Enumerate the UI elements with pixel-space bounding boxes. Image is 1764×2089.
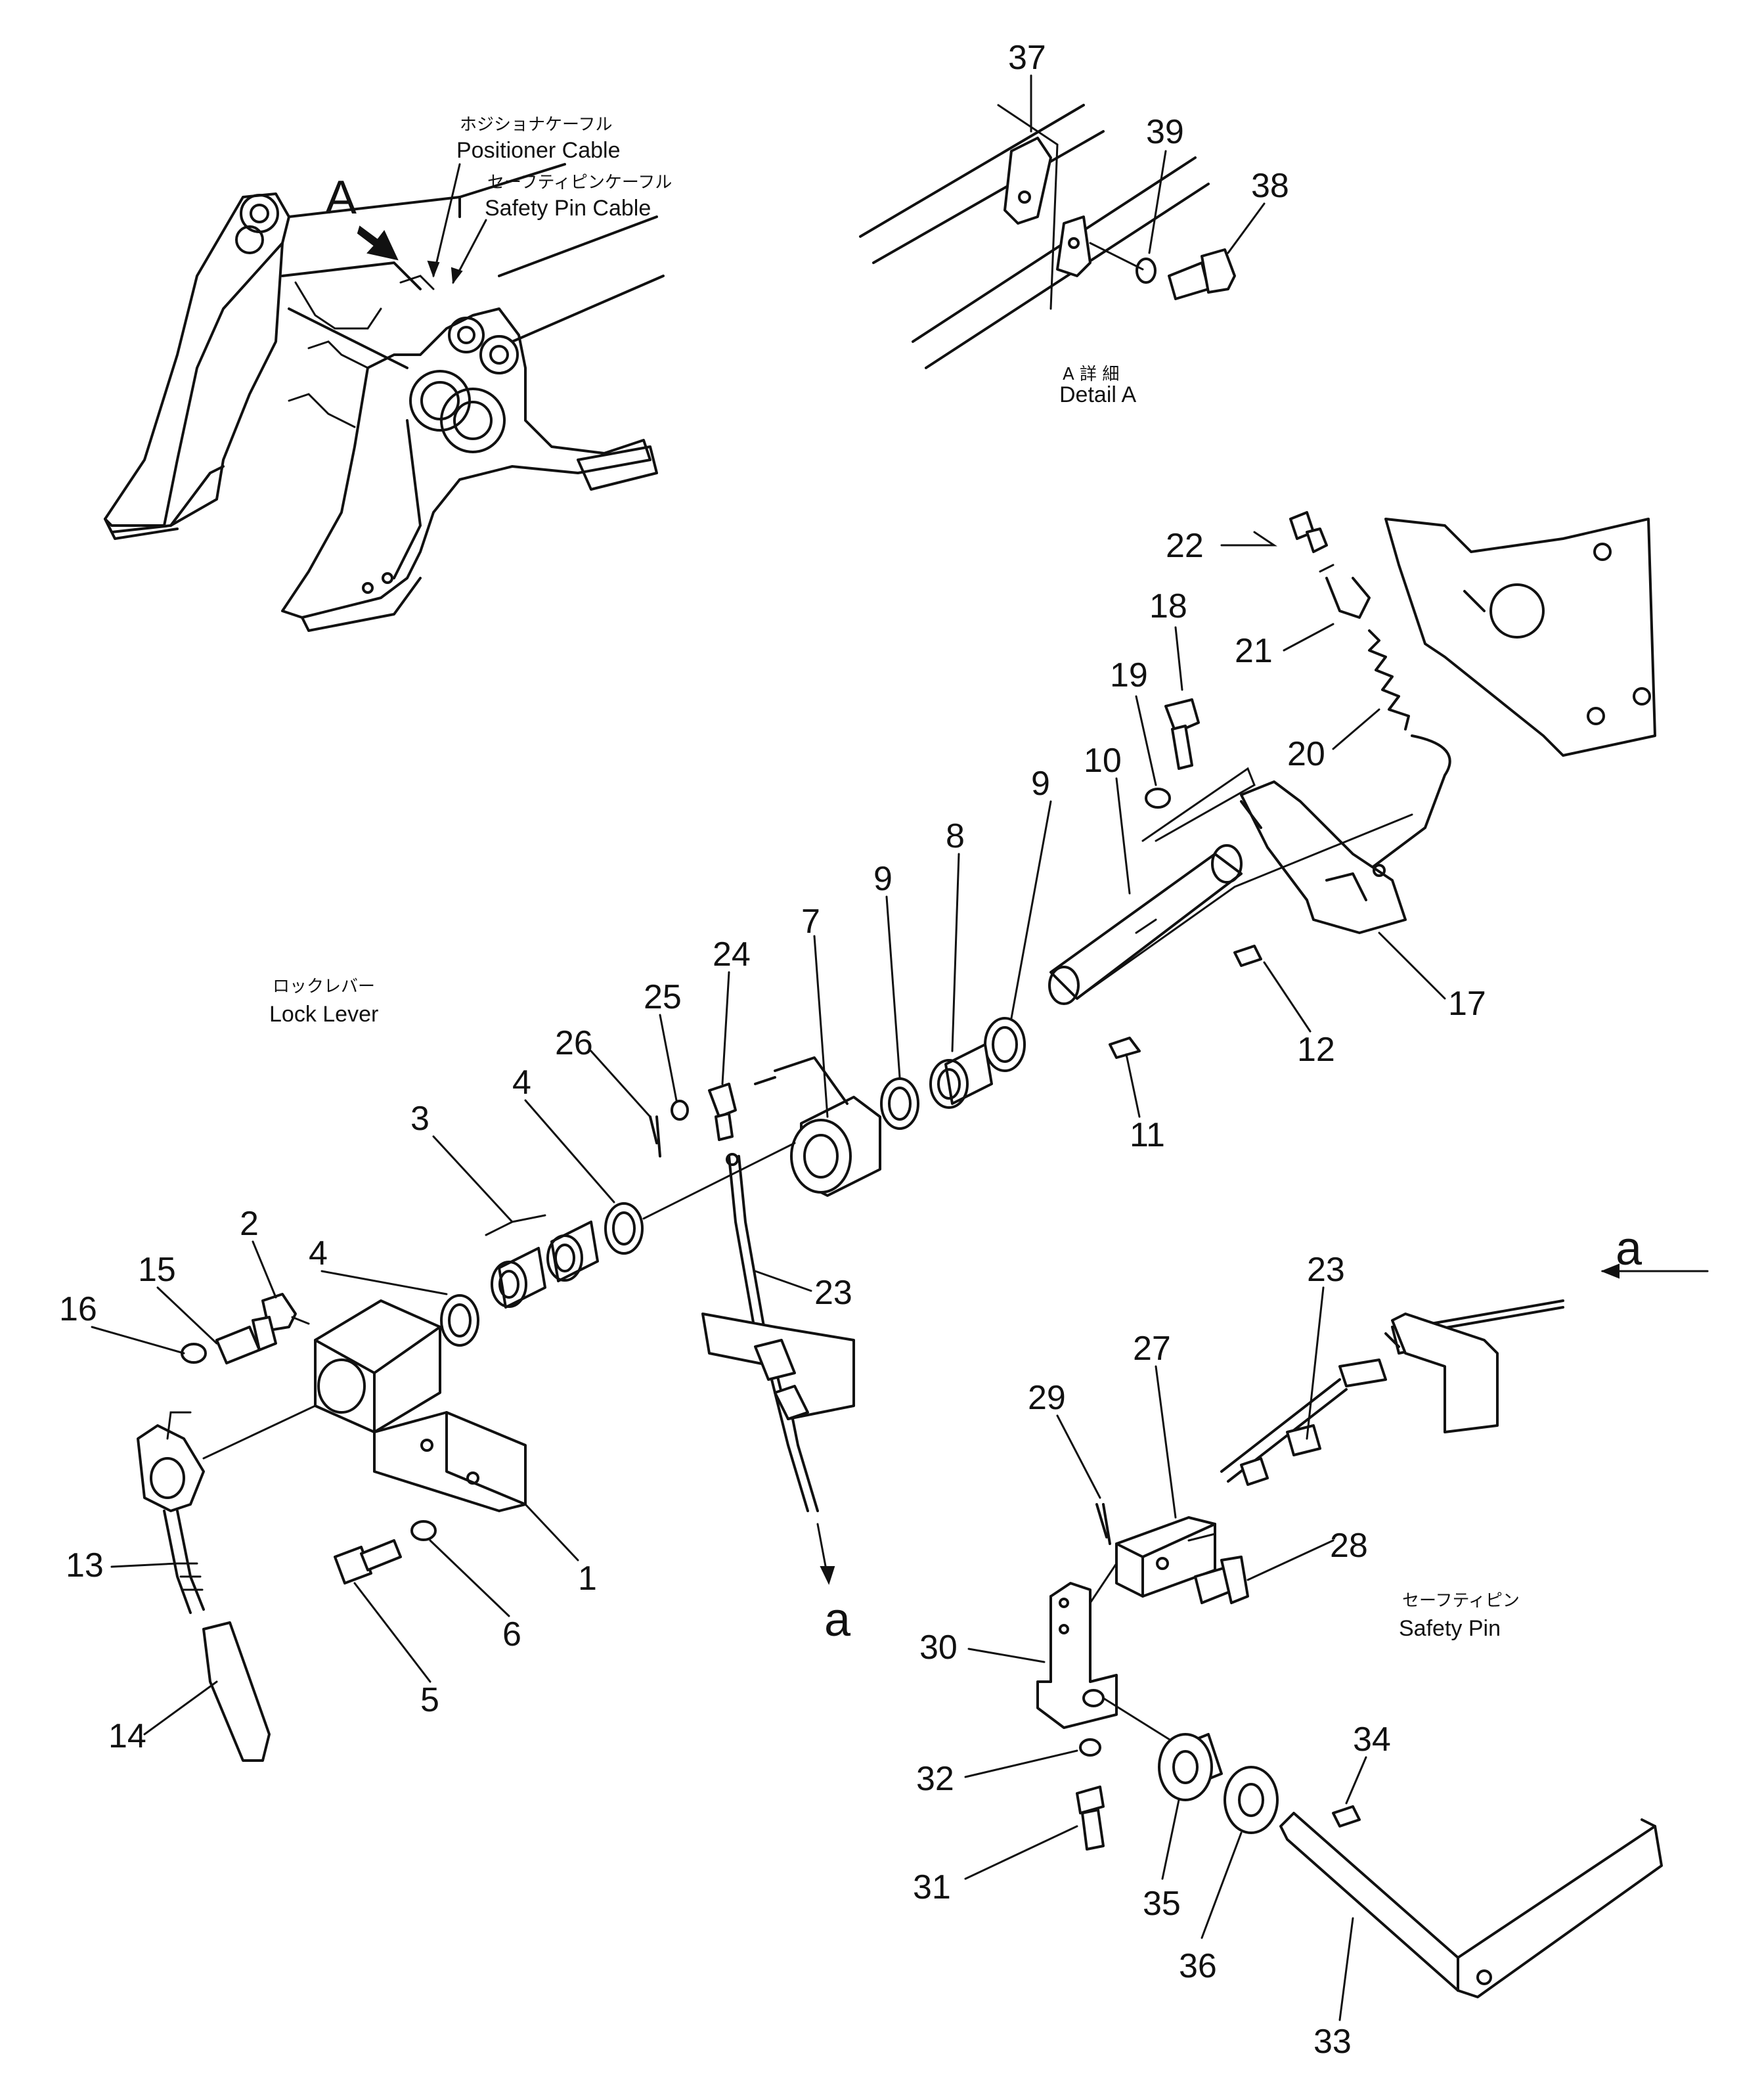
callout-5: 5: [420, 1681, 439, 1719]
callout-26: 26: [555, 1024, 593, 1062]
cable-end-a-lower: a: [824, 1594, 851, 1646]
callout-11: 11: [1130, 1116, 1165, 1154]
callout-17: 17: [1448, 985, 1486, 1023]
callout-39: 39: [1146, 113, 1184, 151]
detail-a-view: [859, 104, 1236, 369]
callout-35: 35: [1143, 1885, 1181, 1923]
callout-6: 6: [502, 1615, 521, 1653]
safety-pin-jp-label: セーフティピン: [1402, 1591, 1520, 1611]
lock-lever-label: Lock Lever: [269, 1002, 378, 1027]
callout-24: 24: [713, 935, 751, 974]
lever-bracket-assembly: [1048, 511, 1656, 1059]
callout-9-right: 9: [1031, 765, 1050, 803]
callout-13: 13: [66, 1546, 104, 1584]
callout-14: 14: [108, 1717, 146, 1755]
view-a-label: A: [325, 171, 357, 224]
detail-a-jp-label: A 詳 細: [1063, 365, 1119, 384]
callout-38: 38: [1251, 167, 1289, 205]
callout-29: 29: [1028, 1379, 1066, 1417]
callout-25: 25: [644, 978, 682, 1016]
positioner-cable-label: Positioner Cable: [456, 138, 620, 163]
callout-21: 21: [1235, 632, 1273, 670]
callout-27: 27: [1133, 1330, 1171, 1368]
positioner-cable-leader: [432, 163, 461, 277]
callout-23-upper: 23: [814, 1274, 852, 1312]
safety-pin-cable-jp-label: セーフティピンケーフル: [487, 173, 672, 192]
callout-36: 36: [1179, 1947, 1217, 1985]
callout-30: 30: [919, 1629, 958, 1667]
callout-4-upper: 4: [512, 1064, 531, 1102]
safety-pin-assembly: [1036, 1263, 1709, 1998]
lock-lever-jp-label: ロックレバー: [273, 977, 375, 997]
callout-33: 33: [1313, 2023, 1352, 2061]
callout-31: 31: [913, 1868, 951, 1906]
lever-block-assembly: [137, 1293, 527, 1762]
callout-22: 22: [1166, 527, 1204, 565]
callout-1: 1: [578, 1560, 597, 1598]
view-direction-arrow-icon: [357, 225, 399, 261]
cable-end-a-upper: a: [1616, 1223, 1643, 1275]
lock-lever-shaft-parts: [440, 1017, 1026, 1585]
callout-7: 7: [801, 903, 820, 941]
callout-12: 12: [1297, 1031, 1335, 1069]
callout-15: 15: [138, 1251, 176, 1289]
callout-28: 28: [1330, 1527, 1368, 1565]
callout-20: 20: [1287, 735, 1325, 773]
callout-4-lower: 4: [309, 1234, 328, 1272]
callout-9-left: 9: [873, 860, 893, 898]
callout-16: 16: [59, 1290, 97, 1328]
callout-8: 8: [946, 817, 965, 855]
callout-34: 34: [1353, 1720, 1391, 1759]
callout-2: 2: [240, 1205, 259, 1243]
safety-pin-label: Safety Pin: [1399, 1616, 1501, 1641]
callout-10: 10: [1084, 742, 1122, 780]
detail-a-label: Detail A: [1059, 382, 1136, 407]
loader-frame-overview: [104, 163, 665, 632]
callout-19: 19: [1110, 656, 1148, 694]
callout-32: 32: [916, 1760, 954, 1798]
callout-3: 3: [410, 1100, 430, 1138]
callout-37: 37: [1008, 39, 1046, 77]
positioner-cable-jp-label: ホジショナケーフル: [460, 115, 612, 135]
safety-pin-cable-label: Safety Pin Cable: [485, 196, 651, 221]
callout-23-lower: 23: [1307, 1251, 1345, 1289]
callout-18: 18: [1149, 587, 1187, 625]
